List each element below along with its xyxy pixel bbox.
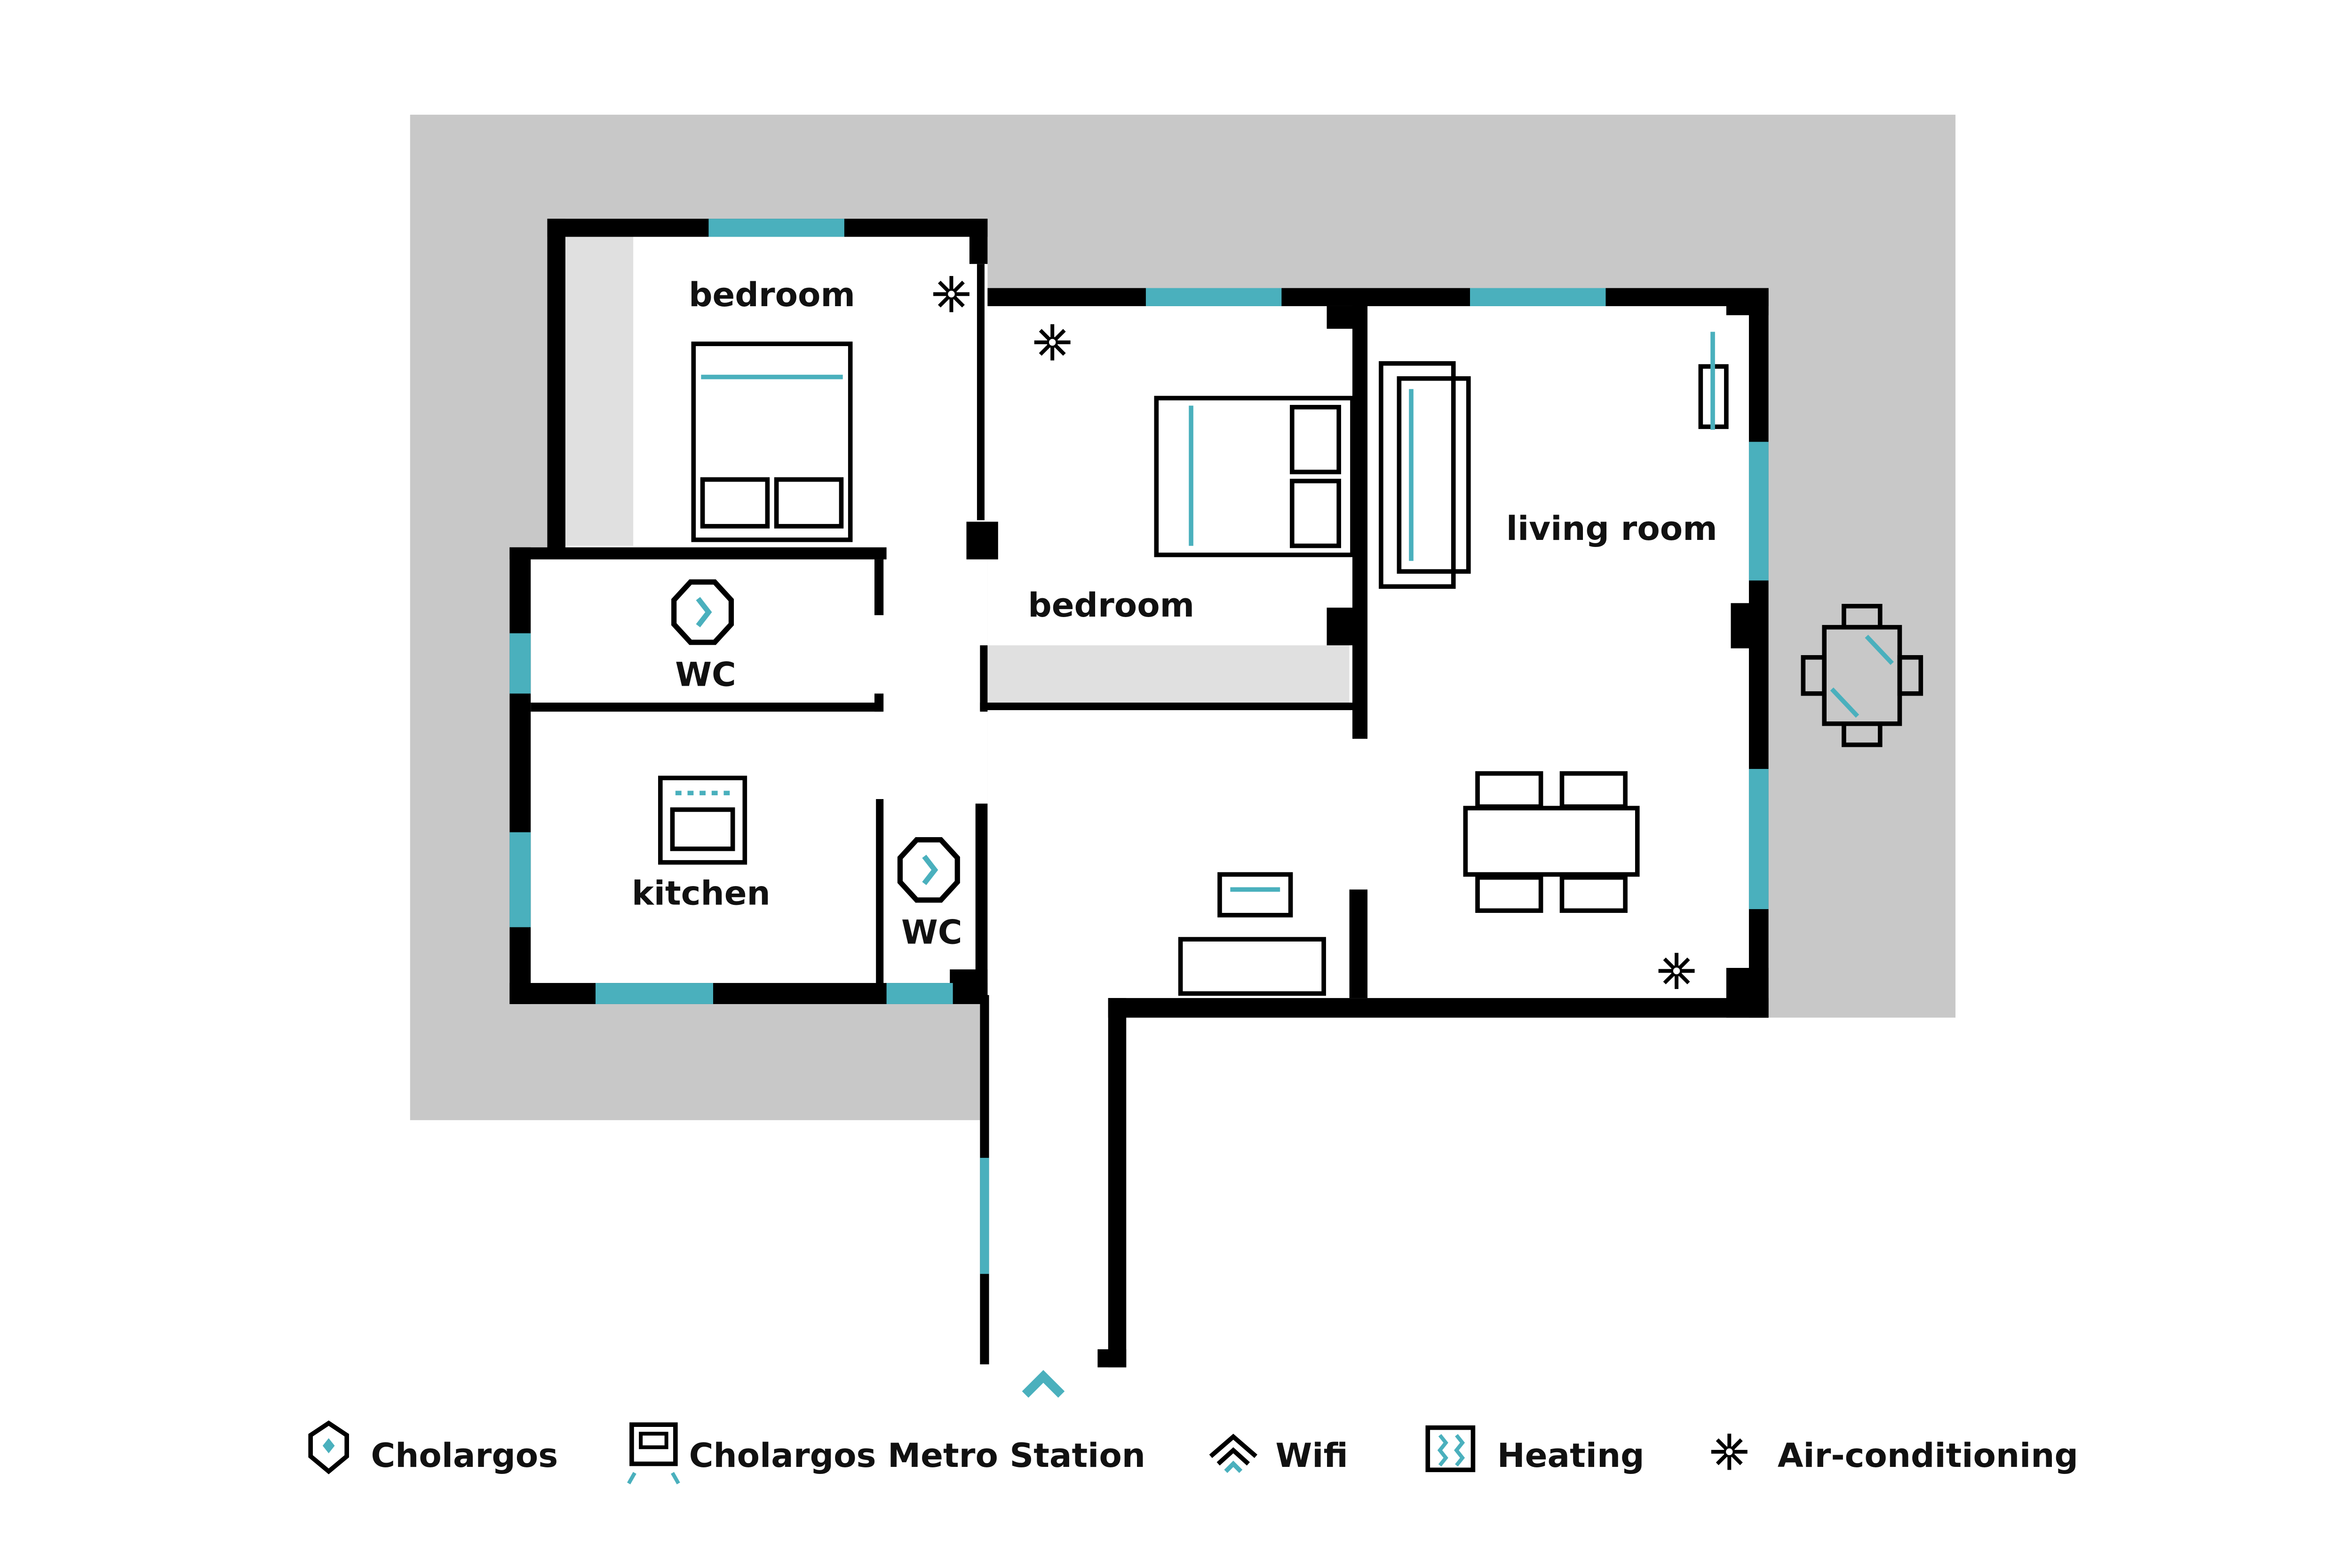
room-label-bedroom: bedroom [689,276,855,314]
double-bed [1154,396,1355,557]
outdoor-table [1801,603,1923,747]
room-label-kitchen: kitchen [632,874,771,912]
windows [509,219,1769,1274]
sofa [1379,361,1471,589]
legend: Cholargos Cholargos Metro Station Wifi H… [308,1420,2078,1485]
room-label-living-room: living room [1506,509,1717,548]
tv-unit [1698,332,1729,430]
room-label-wc: WC [675,656,736,694]
oven-icon [658,776,747,865]
legend-label: Cholargos Metro Station [689,1436,1145,1475]
metro-icon [627,1422,680,1485]
legend-label: Air-conditioning [1778,1436,2078,1475]
desk [1178,872,1326,996]
room-label-bedroom: bedroom [1028,586,1194,625]
dining-table [1463,771,1640,913]
location-pin-icon [308,1420,349,1474]
legend-label: Wifi [1276,1436,1348,1475]
closet-strip [987,645,1350,706]
legend-label: Heating [1497,1436,1645,1475]
closet-strip [565,237,634,546]
wifi-icon [1209,1433,1258,1473]
heating-icon [1425,1425,1476,1473]
snowflake-icon [1711,1433,1748,1470]
entrance-arrow-icon [1022,1370,1065,1398]
room-label-wc: WC [901,913,962,952]
legend-label: Cholargos [371,1436,558,1475]
interior [509,219,1769,1364]
double-bed [691,341,853,542]
